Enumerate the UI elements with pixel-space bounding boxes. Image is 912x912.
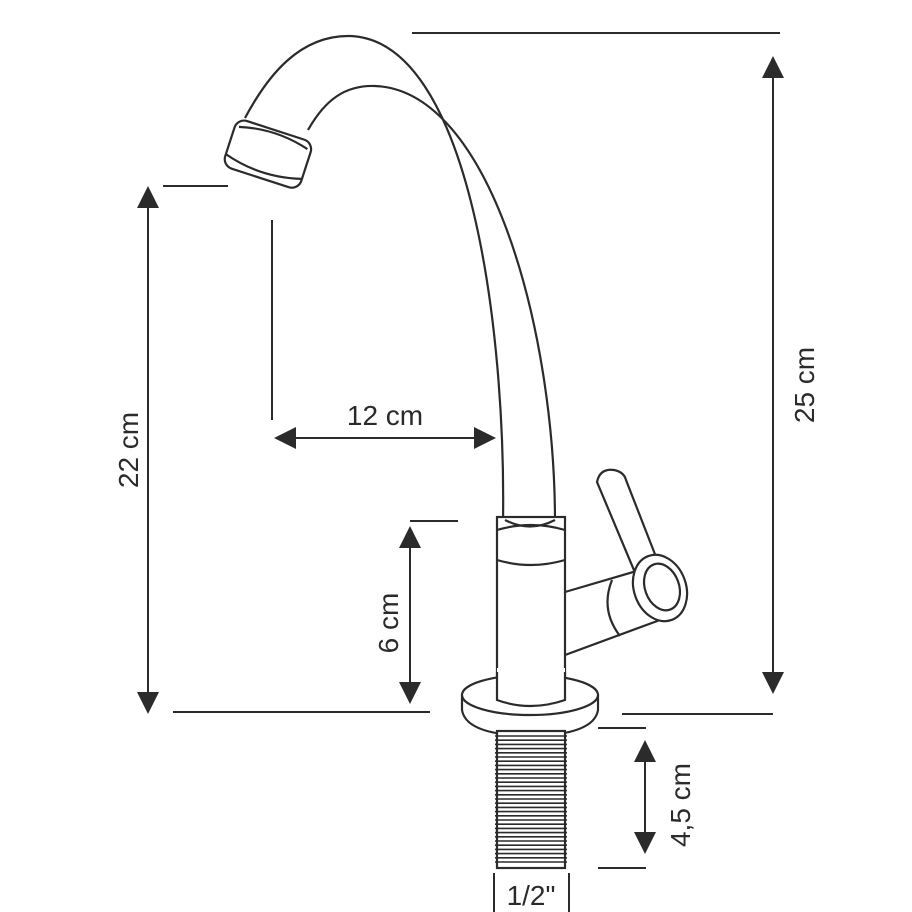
- lever-handle: [595, 468, 660, 577]
- spout-height-label: 22 cm: [113, 412, 144, 488]
- thread-length-label: 4,5 cm: [665, 763, 696, 847]
- dimension-total-height: 25 cm: [412, 32, 820, 694]
- dimension-thread-size: 1/2": [493, 873, 570, 912]
- aerator-nozzle: [223, 119, 313, 189]
- valve-cylinder: [561, 553, 689, 657]
- body-height-label: 6 cm: [373, 593, 404, 654]
- dimension-thread-length: 4,5 cm: [598, 713, 773, 869]
- base-flange: [460, 668, 600, 738]
- dimension-body-height: 6 cm: [373, 520, 458, 704]
- spout: [244, 34, 557, 523]
- thread-size-label: 1/2": [507, 880, 556, 911]
- dimension-spout-reach: 12 cm: [271, 220, 496, 449]
- dimension-spout-height: 22 cm: [113, 185, 430, 714]
- threaded-connector: [495, 729, 567, 870]
- total-height-label: 25 cm: [789, 347, 820, 423]
- spout-reach-label: 12 cm: [347, 400, 423, 431]
